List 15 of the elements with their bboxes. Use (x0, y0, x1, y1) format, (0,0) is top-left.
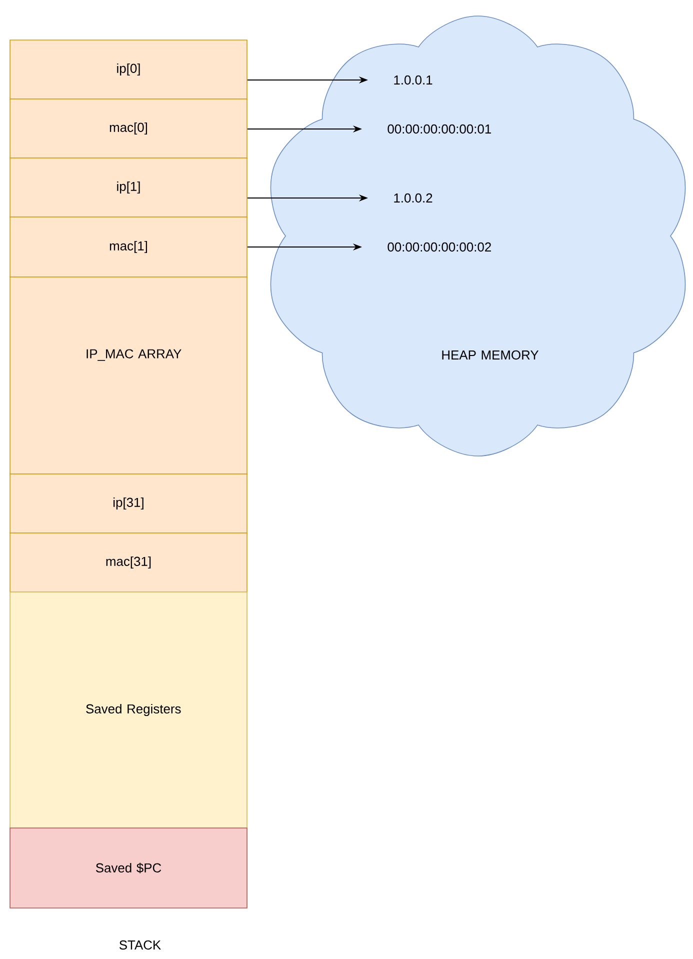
stack-cell: mac[1] (10, 216, 248, 278)
stack-cell: mac[0] (10, 98, 248, 158)
stack-cell: Saved Registers (10, 592, 248, 828)
value-text: 1.0.0.2 (394, 193, 432, 203)
stack-cell: Saved $PC (10, 828, 248, 908)
stack-cell: ip[31] (10, 474, 248, 534)
value-text: 00:00:00:00:00:01 (388, 124, 491, 134)
stack-cell: mac[31] (10, 532, 248, 592)
cloud-shape (270, 16, 686, 456)
stack-cell: ip[0] (10, 40, 248, 100)
cloud-label: HEAP MEMORY (442, 350, 539, 360)
value-text: 00:00:00:00:00:02 (388, 242, 491, 252)
stack-label: STACK (119, 940, 161, 950)
stack-cell: ip[1] (10, 158, 248, 218)
value-text: 1.0.0.1 (394, 75, 432, 85)
